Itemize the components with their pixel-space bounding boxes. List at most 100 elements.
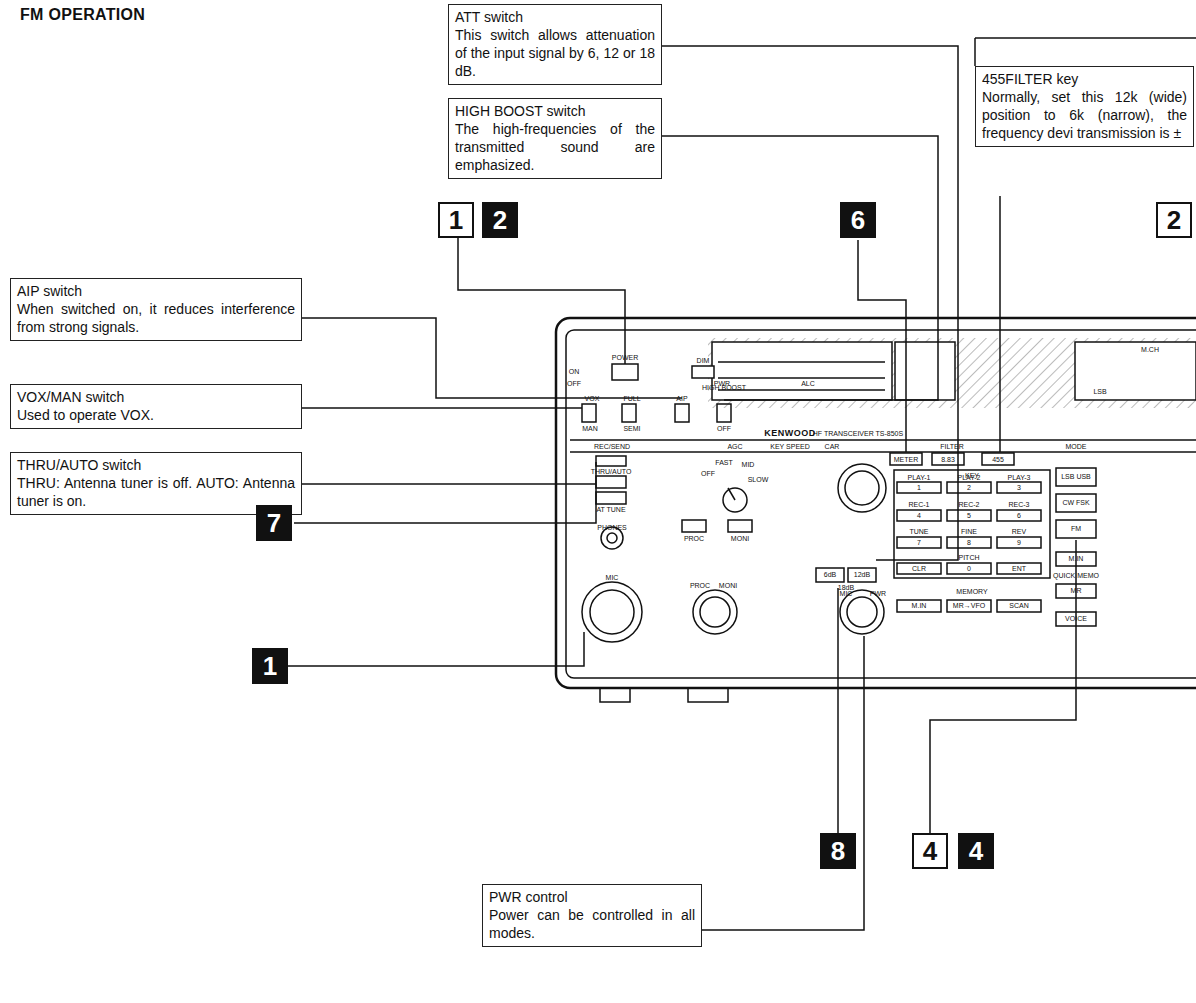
callout-number: 7: [256, 505, 292, 541]
panel-label: REC-1: [908, 501, 929, 509]
callout-body: THRU: Antenna tuner is off. AUTO: Antenn…: [17, 474, 295, 510]
callout-number: 4: [958, 833, 994, 869]
panel-label: 6dB: [824, 571, 836, 579]
callout-body: When switched on, it reduces interferenc…: [17, 300, 295, 336]
panel-label: CW FSK: [1062, 499, 1089, 507]
panel-label: PROC: [690, 582, 710, 590]
callout-box: 455FILTER keyNormally, set this 12k (wid…: [975, 66, 1194, 147]
panel-label: M.CH: [1141, 346, 1159, 354]
panel-label: LSB USB: [1061, 473, 1091, 481]
callout-number: 8: [820, 833, 856, 869]
panel-label: PLAY-1: [908, 474, 931, 482]
panel-label: ENT: [1012, 565, 1026, 573]
panel-label: REC-3: [1008, 501, 1029, 509]
panel-label: M.IN: [1069, 555, 1084, 563]
callout-number: 6: [840, 202, 876, 238]
panel-label: 5: [967, 512, 971, 520]
panel-label: 8.83: [941, 456, 955, 464]
panel-label: REC/SEND: [594, 443, 630, 451]
panel-label: CAR: [825, 443, 840, 451]
panel-label: 7: [917, 539, 921, 547]
panel-label: 1: [917, 484, 921, 492]
panel-label: PITCH: [959, 554, 980, 562]
panel-label: PLAY-3: [1008, 474, 1031, 482]
panel-label: ON: [569, 368, 580, 376]
panel-label: 6: [1017, 512, 1021, 520]
panel-label: MEMORY: [956, 588, 987, 596]
panel-label: M.IN: [912, 602, 927, 610]
callout-heading: VOX/MAN switch: [17, 388, 295, 406]
panel-label: REC-2: [958, 501, 979, 509]
panel-label: MONI: [731, 535, 749, 543]
callout-heading: ATT switch: [455, 8, 655, 26]
panel-label: 3: [1017, 484, 1021, 492]
panel-label: 12dB: [854, 571, 870, 579]
panel-label: REV: [1012, 528, 1026, 536]
panel-label: MIC: [840, 590, 853, 598]
panel-label: CLR: [912, 565, 926, 573]
panel-label: FINE: [961, 528, 977, 536]
panel-label: VOICE: [1065, 615, 1087, 623]
callout-body: Power can be controlled in all modes.: [489, 906, 695, 942]
callout-body: Used to operate VOX.: [17, 406, 295, 424]
callout-body: This switch allows attenuation of the in…: [455, 26, 655, 80]
callout-body: Normally, set this 12k (wide) position t…: [982, 88, 1187, 142]
panel-label: 8: [967, 539, 971, 547]
panel-label: SEMI: [623, 425, 640, 433]
panel-label: OFF: [701, 470, 715, 478]
panel-label: FM: [1071, 525, 1081, 533]
panel-label: MODE: [1066, 443, 1087, 451]
panel-label: PROC: [684, 535, 704, 543]
panel-label: 18dB: [838, 584, 854, 592]
callout-box: PWR controlPower can be controlled in al…: [482, 884, 702, 947]
panel-label: MR: [1071, 587, 1082, 595]
panel-label: MIC: [606, 574, 619, 582]
panel-label: HF TRANSCEIVER TS-850S: [813, 430, 903, 438]
callout-number: 4: [912, 833, 948, 869]
panel-label: AGC: [727, 443, 742, 451]
callout-heading: 455FILTER key: [982, 70, 1187, 88]
panel-label: METER: [894, 456, 919, 464]
callout-heading: HIGH BOOST switch: [455, 102, 655, 120]
callout-box: VOX/MAN switchUsed to operate VOX.: [10, 384, 302, 429]
panel-label: POWER: [612, 354, 638, 362]
panel-label: 4: [917, 512, 921, 520]
panel-label: TUNE: [909, 528, 928, 536]
panel-label: FILTER: [940, 443, 964, 451]
callout-number: 1: [438, 202, 474, 238]
callout-number: 1: [252, 648, 288, 684]
panel-label: 2: [967, 484, 971, 492]
panel-label: PWR: [870, 590, 886, 598]
panel-label: 455: [992, 456, 1004, 464]
callout-box: HIGH BOOST switchThe high-frequencies of…: [448, 98, 662, 179]
panel-label: MR→VFO: [953, 602, 985, 610]
diagram-title: FM OPERATION: [20, 6, 145, 24]
callout-box: ATT switchThis switch allows attenuation…: [448, 4, 662, 85]
panel-label: QUICK MEMO: [1053, 572, 1099, 580]
panel-label: SCAN: [1009, 602, 1028, 610]
panel-label: OFF: [717, 425, 731, 433]
panel-label: 9: [1017, 539, 1021, 547]
callout-heading: PWR control: [489, 888, 695, 906]
panel-label: KEY SPEED: [770, 443, 810, 451]
panel-label: AIP: [676, 395, 687, 403]
panel-label: MONI: [719, 582, 737, 590]
panel-label: ALC: [801, 380, 815, 388]
panel-label: MID: [742, 461, 755, 469]
callout-number: 2: [1156, 202, 1192, 238]
callout-heading: AIP switch: [17, 282, 295, 300]
panel-label: DIM: [697, 357, 710, 365]
panel-label: FAST: [715, 459, 733, 467]
callout-heading: THRU/AUTO switch: [17, 456, 295, 474]
panel-label: VOX: [585, 395, 600, 403]
panel-label: PWR: [714, 380, 730, 388]
panel-label: LSB: [1093, 388, 1106, 396]
panel-label: OFF: [567, 380, 581, 388]
callout-body: The high-frequencies of the transmitted …: [455, 120, 655, 174]
panel-label: 0: [967, 565, 971, 573]
panel-label: THRU/AUTO: [591, 468, 632, 476]
callout-box: AIP switchWhen switched on, it reduces i…: [10, 278, 302, 341]
panel-label: PHONES: [597, 524, 627, 532]
panel-label: AT TUNE: [596, 506, 625, 514]
panel-label: PLAY-2: [958, 474, 981, 482]
